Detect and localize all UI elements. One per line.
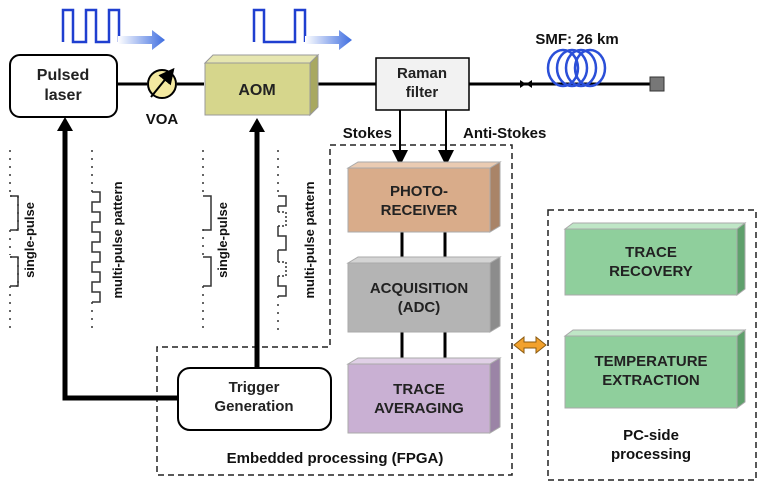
- pulse-train-1-icon: [61, 8, 121, 44]
- single-pulse-waveform-1-icon: [9, 150, 19, 330]
- embedded-processing-label: Embedded processing (FPGA): [227, 450, 444, 467]
- single-pulse-label-2: single-pulse: [215, 202, 230, 278]
- bidirectional-arrow-icon: [513, 335, 547, 355]
- single-pulse-label-1: single-pulse: [22, 202, 37, 278]
- propagation-arrow-2-icon: [305, 30, 352, 50]
- multi-pulse-label-2: multi-pulse pattern: [302, 181, 317, 298]
- fiber-label: SMF: 26 km: [535, 31, 618, 48]
- multi-pulse-label-1: multi-pulse pattern: [110, 181, 125, 298]
- propagation-arrow-1-icon: [118, 30, 165, 50]
- trigger-to-laser-path: [62, 122, 178, 401]
- anti-stokes-label: Anti-Stokes: [463, 125, 546, 142]
- photoreceiver-label: PHOTO-RECEIVER: [381, 183, 458, 219]
- photoreceiver-box: PHOTO-RECEIVER: [346, 161, 502, 233]
- pulse-train-2-icon: [252, 8, 307, 44]
- trigger-to-aom-arrowhead: [249, 118, 265, 132]
- aom-label: AOM: [238, 82, 275, 99]
- multi-pulse-waveform-1-icon: [91, 150, 101, 330]
- trigger-to-laser-arrowhead: [57, 117, 73, 131]
- acquisition-label: ACQUISITION(ADC): [370, 280, 468, 316]
- fiber-spool-icon: [546, 48, 607, 88]
- voa-icon: [147, 67, 177, 99]
- aom-box: AOM: [203, 53, 320, 117]
- pc-processing-region: [547, 209, 757, 481]
- single-pulse-waveform-2-icon: [202, 150, 212, 330]
- acquisition-box: ACQUISITION(ADC): [346, 256, 502, 333]
- embedded-processing-region: [156, 144, 513, 476]
- multi-pulse-waveform-2-icon: [277, 150, 287, 330]
- fiber-end-icon: [649, 76, 665, 92]
- voa-label: VOA: [146, 111, 179, 128]
- stokes-label: Stokes: [343, 125, 392, 142]
- connector-icon: [520, 80, 532, 88]
